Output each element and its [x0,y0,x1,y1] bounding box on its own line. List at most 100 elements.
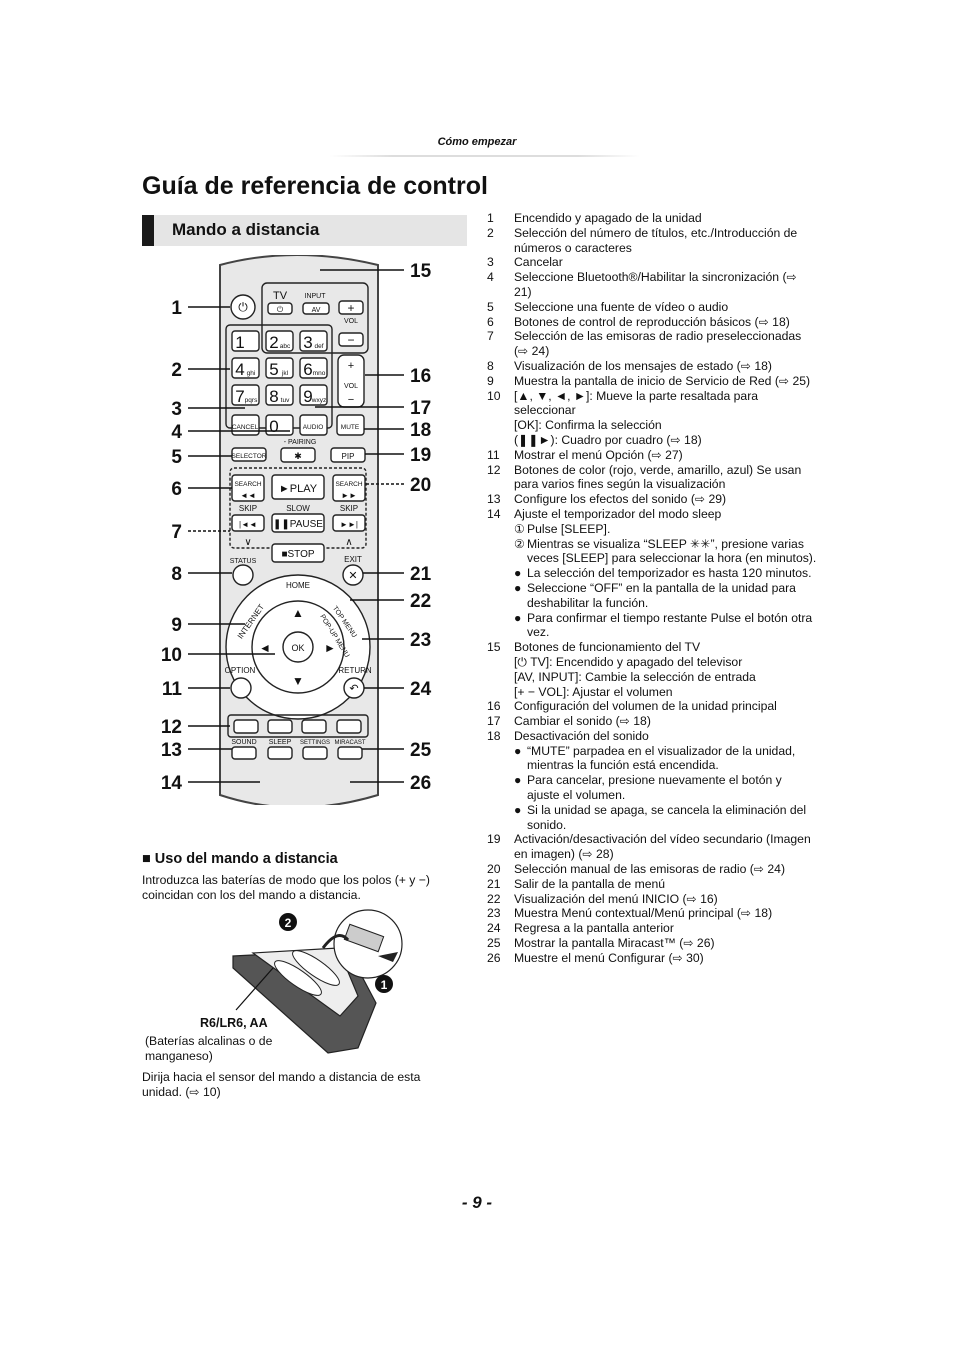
bullet: ● [514,773,522,788]
number-button [299,384,328,406]
item-number [487,418,514,433]
exit-icon: ✕ [348,570,357,582]
callout-26: 26 [410,773,431,794]
search-back-label: SEARCH [234,481,261,488]
number-digit-0: 0 [269,417,278,436]
color-button-2 [267,719,293,734]
item-number: 12 [487,462,501,477]
tv-power-button [267,302,293,315]
item-number [487,522,514,537]
stop-button [271,543,325,563]
main-vol-label: VOL [344,383,358,390]
callout-24: 24 [410,679,432,700]
item-text: Ajuste el temporizador del modo sleep [514,506,722,521]
battery-type: R6/LR6, AA [200,1016,268,1030]
number-digit: 8 [269,387,278,406]
callout-18: 18 [410,420,431,441]
miracast-button [337,746,363,760]
mute-button [336,414,365,436]
number-digit: 4 [235,360,244,379]
curved-arrow-icon [321,934,350,949]
status-button [232,564,254,586]
pip-button [330,447,366,463]
search-fwd-icon: ►► [341,491,357,500]
callout-2: 2 [171,360,182,381]
list-item: [OK]: Confirma la selección [487,418,817,433]
item-text: Regresa a la pantalla anterior [514,921,674,936]
callout-20: 20 [410,475,431,496]
item-text: [AV, INPUT]: Cambie la selección de entr… [514,669,756,684]
callout-25: 25 [410,740,432,761]
callout-1: 1 [171,298,182,319]
item-number: 3 [487,255,494,270]
item-number: 20 [487,862,501,877]
power-button [230,294,256,320]
item-text: Muestra Menú contextual/Menú principal (… [514,906,773,921]
item-number: 26 [487,950,501,965]
callout-22: 22 [410,591,431,612]
callout-15: 15 [410,261,432,282]
tv-vol-down-button [338,332,364,347]
usage-text: Introduzca las baterías de modo que los … [142,873,430,902]
settings-button [302,746,328,760]
item-text: Visualización de los mensajes de estado … [514,358,772,373]
pause-button [271,513,325,533]
list-item: 3 Cancelar [487,255,817,270]
item-text: [⏻ TV]: Encendido y apagado del televiso… [514,654,743,669]
battery-1 [274,960,322,996]
bullet: ● [514,566,522,581]
list-item: ●Para confirmar el tiempo restante Pulse… [487,611,817,641]
home-label: HOME [286,581,310,590]
item-text: Seleccione Bluetooth®/Habilitar la sincr… [514,270,797,299]
exit-label: EXIT [344,555,362,564]
callout-13: 13 [161,740,182,761]
selector-button [231,447,267,462]
list-item: ●Si la unidad se apaga, se cancela la el… [487,803,817,833]
option-button [230,677,252,699]
item-text: Activación/desactivación del vídeo secun… [514,832,811,862]
item-text: Botones de color (rojo, verde, amarillo,… [514,462,802,492]
item-number: 5 [487,299,494,314]
item-text: Cancelar [514,255,563,270]
settings-label: SETTINGS [300,740,330,746]
number-letters: ghi [247,370,256,377]
skip-fwd-icon: ►►| [340,520,358,529]
item-text: Botones de control de reproducción básic… [514,314,790,329]
item-number [487,655,514,670]
bluetooth-button [280,447,316,463]
callout-17: 17 [410,398,431,419]
list-item: ●La selección del temporizador es hasta … [487,566,817,581]
item-number [487,670,514,685]
list-item: ●“MUTE” parpadea en el visualizador de l… [487,744,817,774]
callout-7: 7 [171,522,182,543]
bluetooth-icon: ✱ [294,451,302,461]
tv-vol-down-icon: − [347,333,354,347]
left-arrow-icon: ◄ [259,641,271,655]
cancel-label: CANCEL [232,424,259,431]
usage-heading: ■ Uso del mando a distancia [142,851,338,867]
sleep-label: SLEEP [269,739,292,746]
tv-power-icon: ⏻ [277,305,284,314]
item-number: 9 [487,373,494,388]
item-text: ●La selección del temporizador es hasta … [514,566,812,581]
page-number: - 9 - [461,1193,493,1212]
callout-11: 11 [162,679,183,700]
item-text: ●Seleccione “OFF” en la pantalla de la u… [514,580,796,610]
sound-button [231,746,257,760]
step-1-label: 1 [381,978,388,992]
battery-leader [235,967,274,1011]
item-number [487,433,514,448]
page-title: Guía de referencia de control [142,172,488,200]
return-label: RETURN [338,666,372,675]
item-text: (❚❚►): Cuadro por cuadro (⇨ 18) [514,432,702,447]
number-digit: 6 [303,360,312,379]
section-title: Mando a distancia [172,220,320,239]
